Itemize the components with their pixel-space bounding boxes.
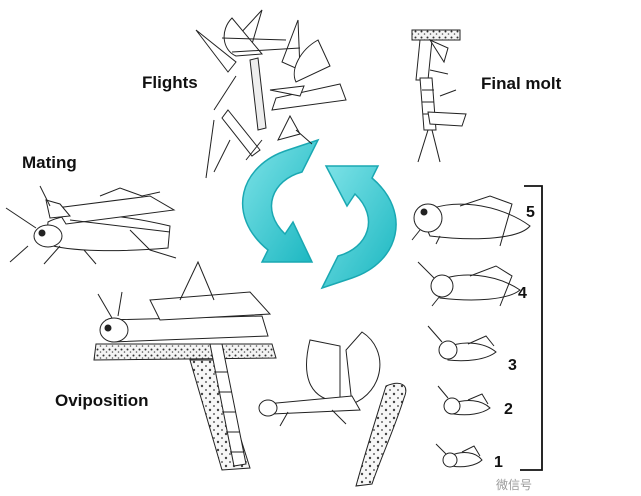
flying-locusts-illustration (195, 9, 347, 179)
nymph-instar-5 (411, 195, 531, 247)
instar-number-4: 4 (518, 285, 527, 302)
oviposition-illustration (93, 260, 407, 487)
label-mating: Mating (22, 153, 77, 172)
label-oviposition: Oviposition (55, 391, 149, 410)
nymph-instar-2 (437, 385, 491, 416)
cycle-arrow-right (320, 165, 397, 290)
label-final-molt: Final molt (481, 74, 562, 93)
cycle-arrow-left (241, 138, 320, 263)
cycle-arrows (241, 138, 397, 290)
instar-number-3: 3 (508, 357, 517, 374)
instar-number-5: 5 (526, 204, 535, 221)
nymph-instars-illustration (411, 195, 531, 468)
label-flights: Flights (142, 73, 198, 92)
nymph-instar-1 (435, 443, 483, 468)
adult-locust-illustration (258, 331, 381, 427)
final-molt-illustration (411, 29, 467, 163)
instar-number-1: 1 (494, 454, 503, 471)
instar-bracket (520, 185, 543, 471)
mating-locusts-illustration (5, 185, 177, 265)
watermark: 微信号 (496, 478, 533, 492)
nymph-instar-4 (417, 261, 521, 307)
nymph-instar-3 (427, 325, 497, 362)
instar-number-2: 2 (504, 401, 513, 418)
